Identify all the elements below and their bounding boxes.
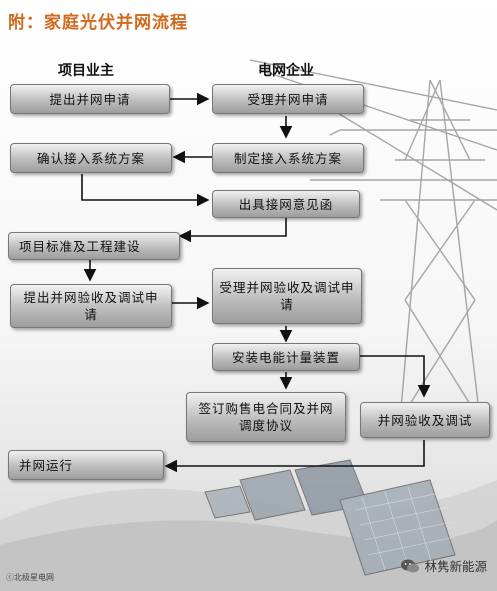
wechat-icon xyxy=(401,559,420,572)
watermark-text: 林隽新能源 xyxy=(424,559,487,574)
step-accept-application: 受理并网申请 xyxy=(212,84,364,114)
step-accept-acceptance: 受理并网验收及调试申请 xyxy=(212,268,362,324)
page-title: 附：家庭光伏并网流程 xyxy=(8,13,188,33)
column-header-owner: 项目业主 xyxy=(58,63,114,79)
step-grid-operation: 并网运行 xyxy=(8,450,164,480)
step-formulate-access-plan: 制定接入系统方案 xyxy=(212,143,364,173)
step-install-meter: 安装电能计量装置 xyxy=(212,343,360,371)
step-grid-acceptance: 并网验收及调试 xyxy=(360,402,490,438)
step-project-construction: 项目标准及工程建设 xyxy=(8,232,180,260)
step-sign-contract: 签订购售电合同及并网调度协议 xyxy=(186,392,346,442)
source-mark: ⓒ北极星电网 xyxy=(6,573,54,582)
column-header-grid: 电网企业 xyxy=(258,63,314,79)
step-confirm-access-plan: 确认接入系统方案 xyxy=(10,143,172,173)
step-submit-application: 提出并网申请 xyxy=(10,84,170,114)
step-issue-opinion-letter: 出具接网意见函 xyxy=(212,190,360,218)
step-submit-acceptance: 提出并网验收及调试申请 xyxy=(10,284,172,328)
wechat-watermark: 林隽新能源 xyxy=(400,556,487,575)
